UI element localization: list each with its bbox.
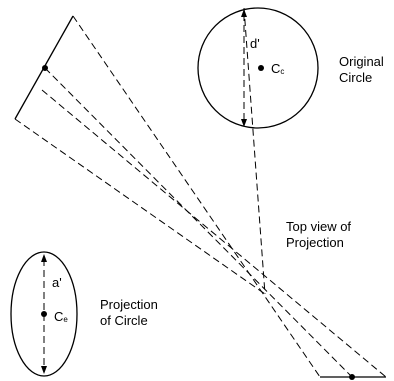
- original-circle-label-line2: Circle: [339, 70, 372, 85]
- projection-ray-1: [72, 15, 321, 378]
- top-view-label-line1: Top view of: [286, 219, 351, 234]
- projection-axis-arrow-top: [41, 254, 47, 262]
- top-view-label-line2: Projection: [286, 235, 344, 250]
- original-diameter-arrow-top: [241, 9, 247, 17]
- d-prime-label: d': [250, 36, 260, 51]
- ce-label: Ce: [54, 309, 68, 324]
- projection-ray-4: [14, 118, 266, 295]
- projection-ray-2: [44, 67, 353, 378]
- projection-circle-label-line2: of Circle: [100, 313, 148, 328]
- projection-ray-5: [243, 7, 266, 295]
- projection-ray-3: [41, 89, 387, 378]
- original-circle: [197, 7, 319, 129]
- projection-center-point: [41, 311, 47, 317]
- original-diameter-arrow-bottom: [241, 119, 247, 127]
- projection-ellipse: [10, 251, 78, 377]
- a-prime-label: a': [52, 275, 62, 290]
- original-center-point: [258, 65, 264, 71]
- projection-axis-arrow-bottom: [41, 366, 47, 374]
- original-circle-label-line1: Original: [339, 54, 384, 69]
- projection-circle-label-line1: Projection: [100, 297, 158, 312]
- cc-label: Cc: [271, 61, 284, 76]
